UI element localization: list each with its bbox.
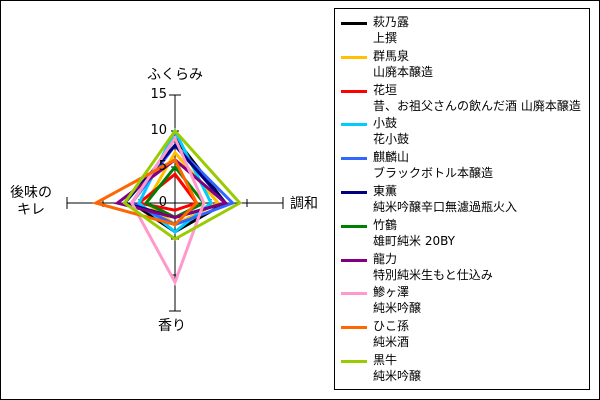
radar-chart — [66, 94, 284, 312]
tick-label: 0 — [158, 195, 167, 210]
legend-item: 龍力特別純米生もと仕込み — [341, 252, 587, 286]
legend-item: 小鼓花小鼓 — [341, 116, 587, 150]
legend-series-name: 黒牛 — [373, 353, 398, 367]
series-polygon-7 — [113, 157, 229, 219]
legend-swatch — [341, 22, 367, 25]
legend-swatch — [341, 191, 367, 194]
legend-series-name: 龍力 — [373, 251, 398, 266]
legend-series-subtitle: ブラックボトル本醸造 — [373, 166, 494, 181]
legend-series-name: ひこ孫 — [373, 319, 410, 334]
legend-item: ひこ孫純米酒 — [341, 319, 587, 353]
legend-swatch — [341, 258, 367, 262]
legend-series-name: 小鼓 — [373, 116, 398, 131]
tick-label: 15 — [150, 87, 167, 102]
legend-series-subtitle: 山廃本醸造 — [373, 64, 434, 79]
legend: 萩乃露上撰群馬泉山廃本醸造花垣昔、お祖父さんの飲んだ酒 山廃本醸造小鼓花小鼓麒麟… — [334, 8, 590, 390]
legend-swatch — [341, 157, 367, 161]
legend-item: 黒牛純米吟醸 — [341, 353, 587, 387]
legend-swatch — [341, 292, 367, 296]
legend-series-subtitle: 昔、お祖父さんの飲んだ酒 山廃本醸造 — [373, 98, 581, 113]
legend-series-subtitle: 特別純米生もと仕込み — [373, 267, 493, 282]
tick-label: 5 — [158, 159, 167, 174]
series-polygon-10 — [122, 128, 243, 241]
legend-item: 花垣昔、お祖父さんの飲んだ酒 山廃本醸造 — [341, 83, 587, 117]
axis-title-1: 調和 — [290, 196, 318, 212]
legend-series-name: 鯵ヶ澤 — [373, 285, 410, 300]
legend-series-name: 東薫 — [373, 184, 398, 198]
axis-title-0: ふくらみ — [147, 67, 203, 83]
legend-series-subtitle: 純米吟醸辛口無濾過瓶火入 — [373, 200, 518, 214]
legend-series-name: 花垣 — [373, 82, 398, 97]
legend-series-subtitle: 純米吟醸 — [373, 301, 422, 316]
legend-swatch — [341, 89, 367, 93]
legend-swatch — [341, 326, 367, 330]
legend-swatch — [341, 55, 367, 59]
axis-title-3: 後味の キレ — [10, 185, 52, 218]
series-layer — [91, 127, 243, 286]
series-polygon-2 — [135, 172, 200, 212]
legend-item: 竹鶴雄町純米 20BY — [341, 218, 587, 252]
axis-title-2: 香り — [158, 318, 186, 334]
series-polygon-9 — [91, 157, 199, 227]
legend-series-subtitle: 花小鼓 — [373, 132, 410, 147]
legend-series-subtitle: 純米吟醸 — [373, 369, 422, 383]
legend-item: 萩乃露上撰 — [341, 15, 587, 49]
legend-item: 麒麟山ブラックボトル本醸造 — [341, 150, 587, 184]
legend-swatch — [341, 360, 367, 363]
legend-series-name: 麒麟山 — [373, 150, 410, 165]
legend-item: 鯵ヶ澤純米吟醸 — [341, 285, 587, 319]
legend-swatch — [341, 123, 367, 127]
legend-series-name: 萩乃露 — [373, 15, 410, 29]
legend-series-subtitle: 上撰 — [373, 31, 398, 45]
legend-item: 群馬泉山廃本醸造 — [341, 49, 587, 83]
legend-series-name: 竹鶴 — [373, 217, 398, 232]
legend-series-name: 群馬泉 — [373, 48, 410, 63]
legend-swatch — [341, 224, 367, 228]
legend-series-subtitle: 雄町純米 20BY — [373, 233, 455, 248]
legend-series-subtitle: 純米酒 — [373, 335, 410, 350]
legend-item: 東薫純米吟醸辛口無濾過瓶火入 — [341, 184, 587, 218]
series-polygon-8 — [130, 135, 206, 286]
tick-label: 10 — [150, 123, 167, 138]
